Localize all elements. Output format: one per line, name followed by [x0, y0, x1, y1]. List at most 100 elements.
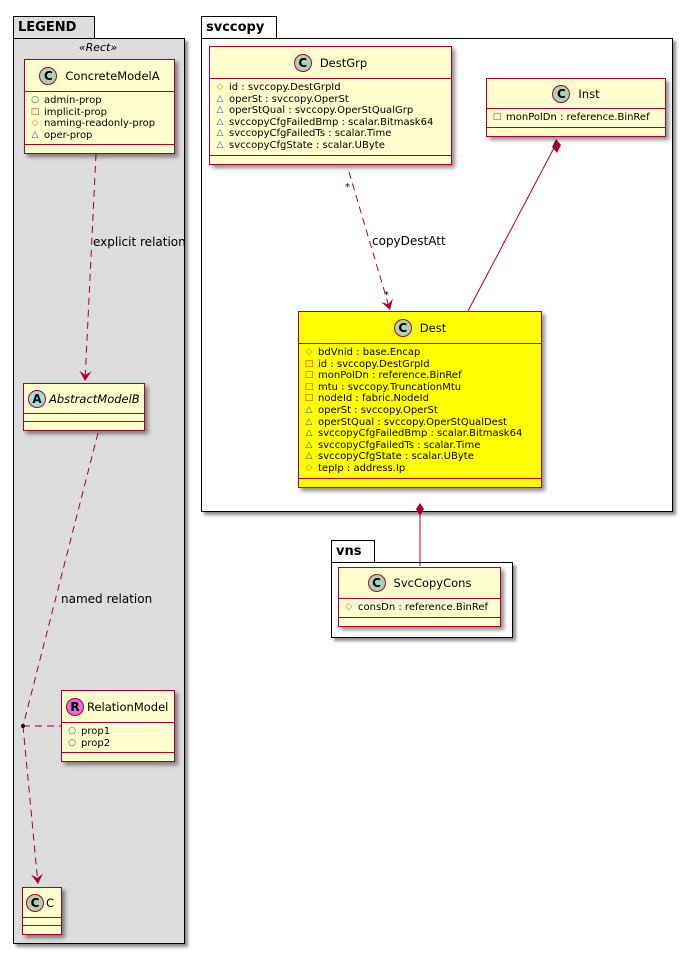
class-name: Inst — [578, 86, 600, 101]
class-header: R RelationModel — [62, 691, 174, 723]
class-header: C SvcCopyCons — [339, 568, 500, 599]
package-visibility-icon: △ — [305, 451, 313, 462]
label-named-relation: named relation — [61, 592, 153, 606]
operation-list — [210, 156, 451, 164]
attribute-text: prop1 — [81, 726, 111, 737]
public-visibility-icon: ○ — [31, 95, 39, 105]
class-name: C — [46, 895, 55, 910]
edge-named-relation-upper — [22, 432, 99, 727]
class-inst[interactable]: C Inst □monPolDn : reference.BinRef — [486, 78, 666, 137]
class-header: C ConcreteModelA — [25, 60, 174, 92]
attribute-text: bdVnid : base.Encap — [318, 347, 421, 358]
private-visibility-icon: □ — [30, 106, 40, 117]
package-visibility-icon: △ — [305, 439, 313, 450]
multiplicity-source: * — [345, 182, 350, 193]
package-legend — [13, 38, 185, 944]
attribute-row: △ operSt : svccopy.OperSt — [304, 405, 537, 417]
attribute-text: nodeId : fabric.NodeId — [318, 393, 429, 405]
attribute-text: operSt : svccopy.OperSt — [318, 404, 438, 416]
attribute-list — [23, 918, 61, 926]
private-visibility-icon: □ — [304, 370, 314, 381]
package-name-legend: LEGEND — [18, 20, 77, 35]
class-name: SvcCopyCons — [393, 576, 472, 590]
operation-list — [23, 926, 61, 934]
attribute-text: svccopyCfgFailedBmp : scalar.Bitmask64 — [318, 428, 523, 440]
attribute-list: ◇consDn : reference.BinRef — [339, 599, 500, 618]
attribute-row: ◇naming-readonly-prop — [30, 118, 170, 130]
attribute-row: △ svccopyCfgState : scalar.UByte — [215, 140, 447, 152]
attribute-row: □monPolDn : reference.BinRef — [304, 370, 537, 382]
class-badge-icon: C — [39, 66, 58, 85]
attribute-row: ◇ tepIp : address.Ip — [304, 463, 537, 475]
class-header: C C — [23, 888, 61, 918]
package-visibility-icon: △ — [216, 139, 224, 150]
protected-visibility-icon: ◇ — [31, 118, 39, 129]
package-tab-svccopy: svccopy — [201, 16, 277, 39]
attribute-row: △svccopyCfgFailedTs : scalar.Time — [215, 128, 447, 140]
protected-visibility-icon: ◇ — [305, 462, 313, 473]
public-visibility-icon: ○ — [68, 726, 76, 736]
attribute-text: implicit-prop — [44, 106, 107, 118]
attribute-text: consDn : reference.BinRef — [358, 602, 489, 613]
attribute-text: tepIp : address.Ip — [318, 462, 406, 474]
attribute-list: ○ admin-prop □ implicit-prop◇naming-readonl… — [25, 92, 174, 146]
abstract-badge-icon: A — [28, 389, 46, 408]
private-visibility-icon: □ — [304, 358, 314, 369]
package-visibility-icon: △ — [305, 404, 313, 415]
attribute-text: operSt : svccopy.OperSt — [229, 93, 349, 105]
package-visibility-icon: △ — [31, 129, 39, 140]
package-name-vns: vns — [336, 544, 362, 559]
attribute-text: oper-prop — [44, 129, 93, 141]
attribute-row: ○ admin-prop — [30, 95, 170, 107]
attribute-text: svccopyCfgFailedTs : scalar.Time — [318, 439, 481, 451]
edge-explicit-relation — [79, 153, 97, 382]
class-dest-grp[interactable]: C DestGrp ◇id : svccopy.DestGrpId △ operSt… — [209, 46, 452, 165]
attribute-row: ◇id : svccopy.DestGrpId — [215, 82, 447, 94]
attribute-row: △ svccopyCfgFailedTs : scalar.Time — [304, 440, 537, 452]
attribute-row: ○ prop1 — [67, 726, 170, 738]
class-dest[interactable]: C Dest ◇ bdVnid : base.Encap □ id : svccopy… — [298, 311, 542, 488]
class-concrete-model-a[interactable]: C ConcreteModelA ○ admin-prop □ implicit-pr… — [24, 59, 175, 155]
class-c[interactable]: C C — [22, 887, 62, 935]
attribute-text: operStQual : svccopy.OperStQualGrp — [229, 105, 414, 117]
class-header: C Dest — [299, 312, 541, 344]
attribute-text: svccopyCfgState : scalar.UByte — [229, 139, 385, 151]
attribute-text: operStQual : svccopy.OperStQualDest — [318, 416, 507, 428]
attribute-text: id : svccopy.DestGrpId — [229, 82, 341, 93]
package-visibility-icon: △ — [216, 105, 224, 116]
operation-list — [62, 753, 174, 761]
attribute-row: △svccopyCfgFailedBmp : scalar.Bitmask64 — [215, 117, 447, 129]
edge-named-relation-lower — [22, 725, 44, 885]
attribute-text: id : svccopy.DestGrpId — [318, 358, 430, 370]
public-visibility-icon: ○ — [68, 737, 76, 748]
attribute-text: svccopyCfgFailedBmp : scalar.Bitmask64 — [229, 116, 434, 128]
attribute-text: admin-prop — [44, 95, 102, 106]
class-relation-model[interactable]: R RelationModel ○ prop1 ○ prop2 — [61, 690, 175, 763]
operation-list — [339, 618, 500, 626]
class-name: AbstractModelB — [49, 391, 140, 406]
package-tab-vns: vns — [331, 540, 375, 563]
class-badge-icon: C — [552, 84, 571, 103]
class-badge-icon: C — [367, 574, 386, 592]
class-name: ConcreteModelA — [65, 68, 160, 83]
attribute-text: mtu : svccopy.TruncationMtu — [318, 381, 462, 393]
class-header: C DestGrp — [210, 47, 451, 79]
attribute-row: □nodeId : fabric.NodeId — [304, 393, 537, 405]
protected-visibility-icon: ◇ — [305, 347, 313, 357]
class-name: RelationModel — [87, 699, 169, 714]
attribute-list: ◇id : svccopy.DestGrpId △ operSt : svccopy… — [210, 79, 451, 156]
relation-badge-icon: R — [66, 697, 84, 716]
class-svc-copy-cons[interactable]: C SvcCopyCons ◇consDn : reference.BinRef — [338, 567, 501, 627]
attribute-row: □ implicit-prop — [30, 107, 170, 119]
attribute-text: prop2 — [81, 737, 111, 749]
attribute-list: □monPolDn : reference.BinRef — [487, 109, 665, 128]
class-header: A AbstractModelB — [24, 384, 144, 414]
relation-junction-dot — [21, 724, 25, 728]
operation-list — [25, 145, 174, 153]
attribute-list: ◇ bdVnid : base.Encap □ id : svccopy.DestGr… — [299, 344, 541, 479]
private-visibility-icon: □ — [304, 381, 314, 392]
package-name-svccopy: svccopy — [206, 20, 265, 35]
class-abstract-model-b[interactable]: A AbstractModelB — [23, 383, 145, 431]
